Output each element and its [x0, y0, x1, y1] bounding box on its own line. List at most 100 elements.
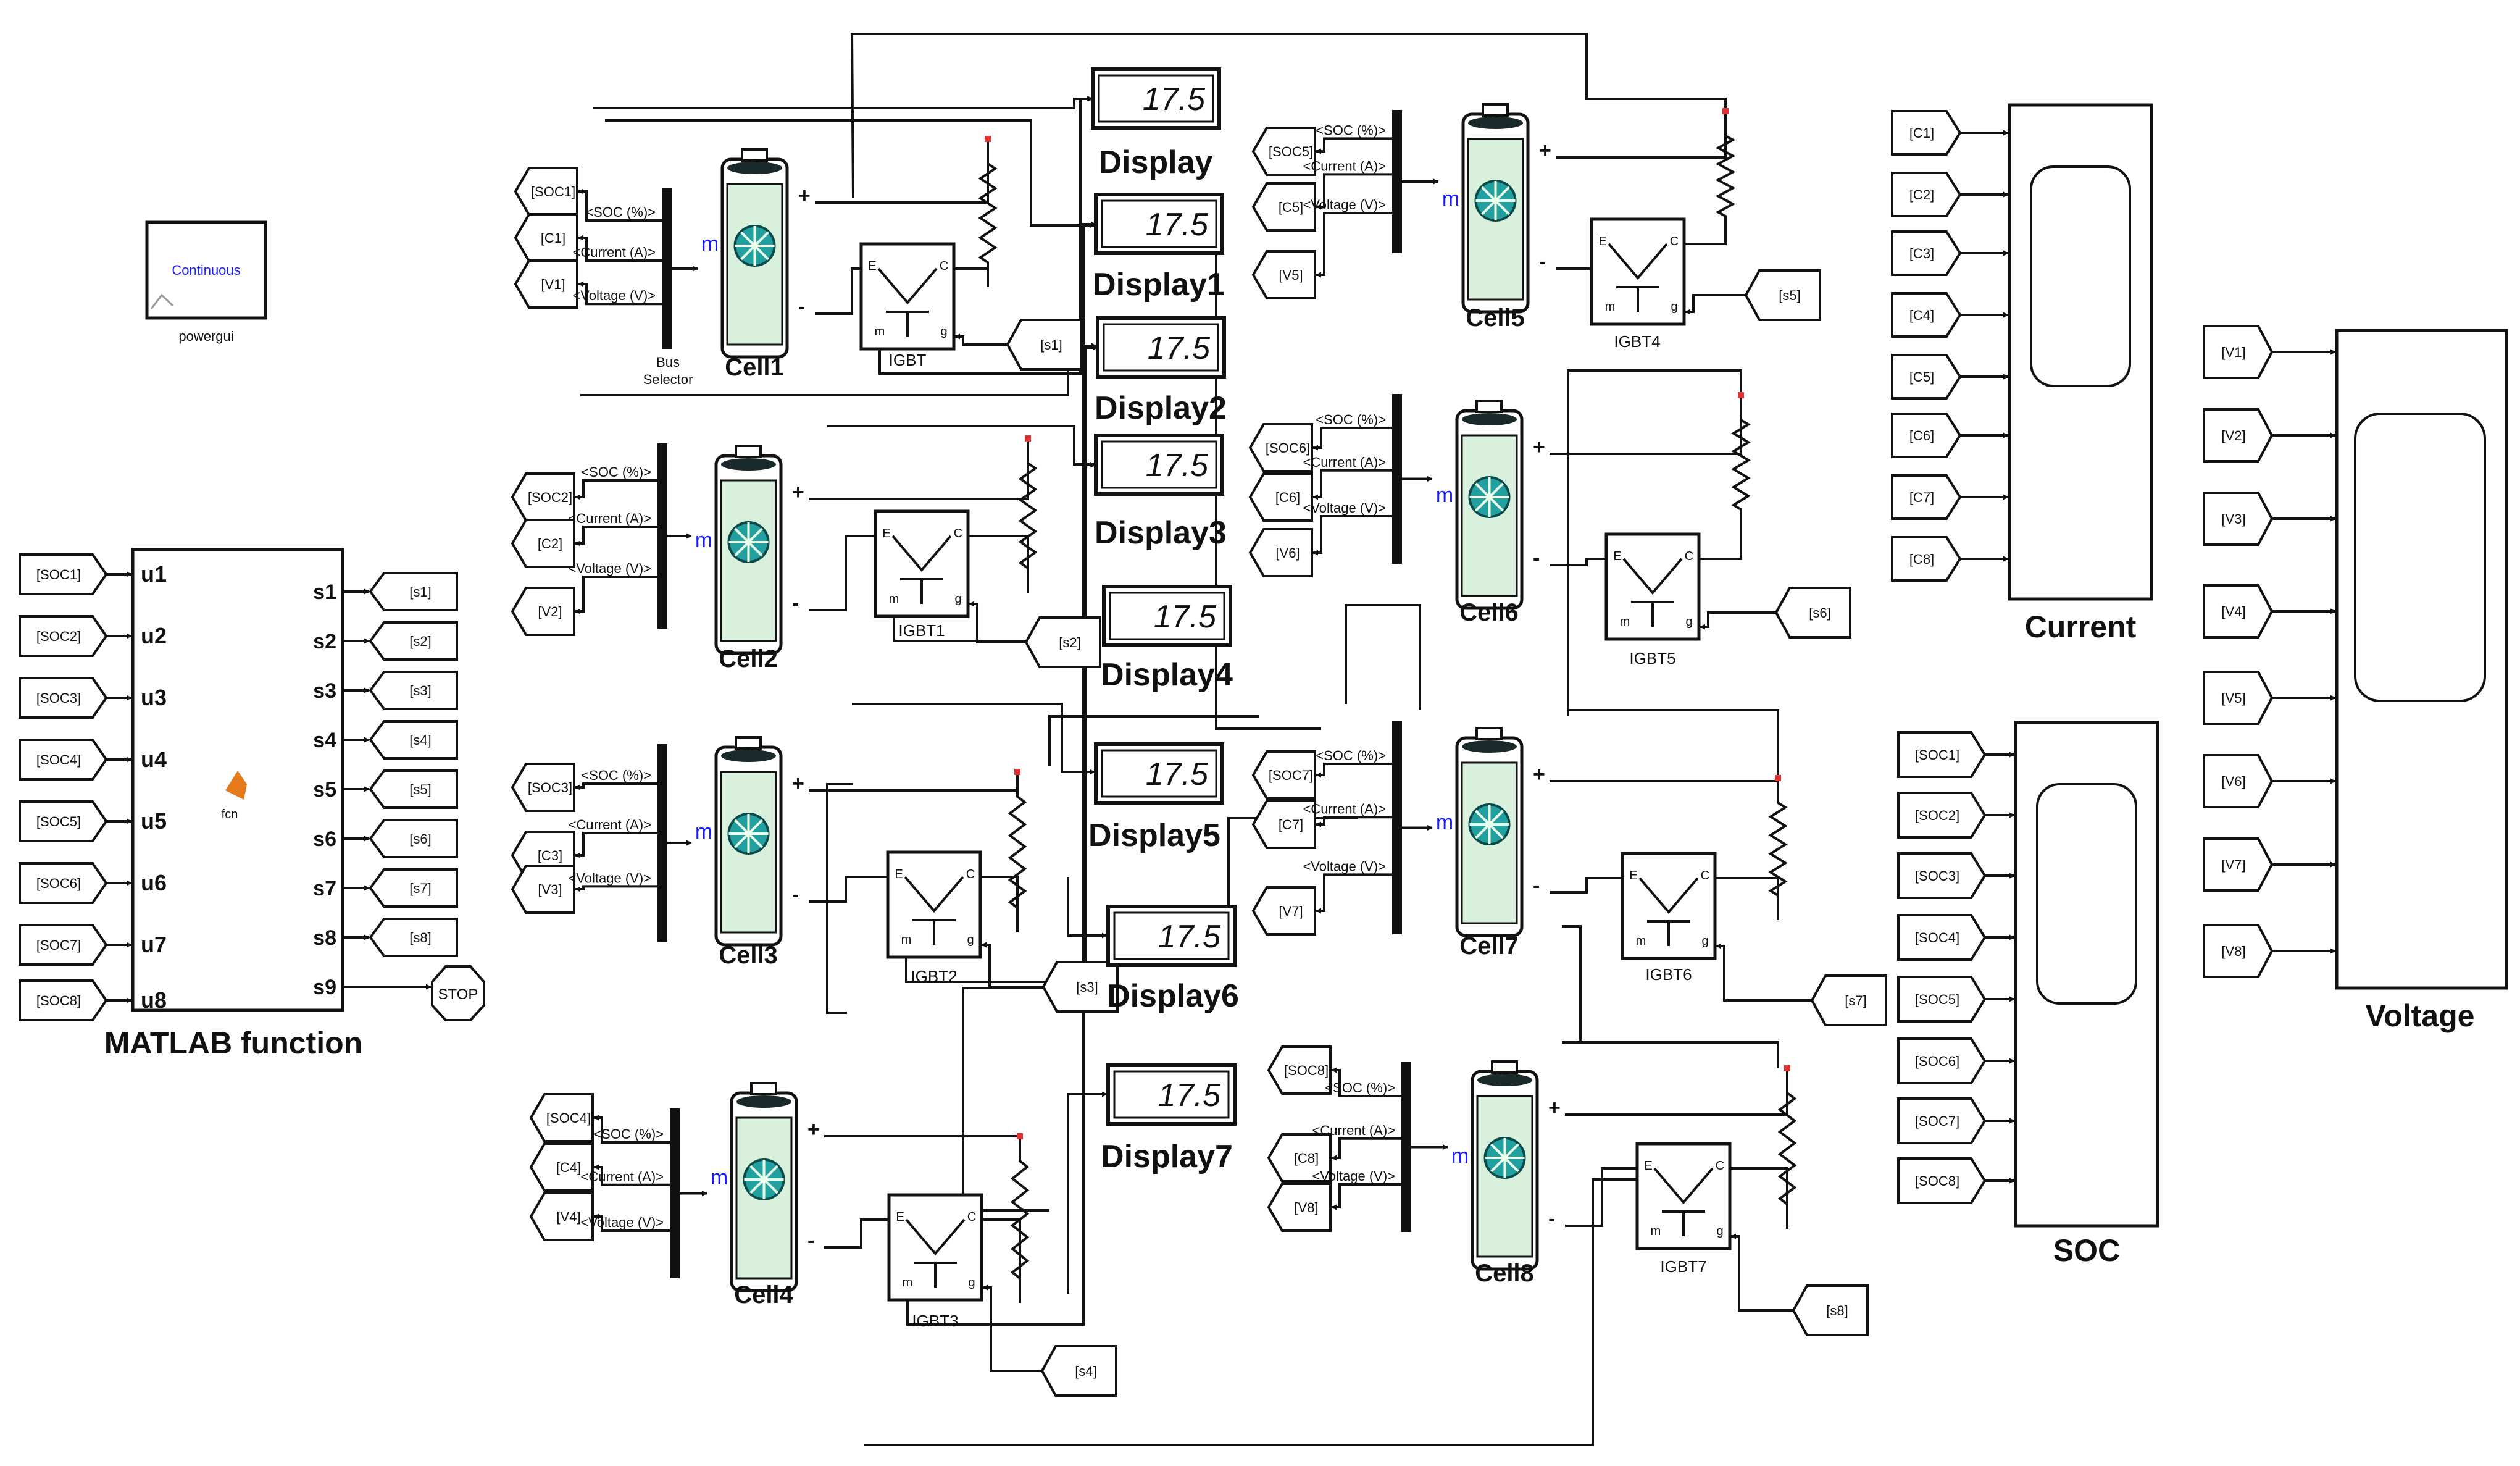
from-tag-s-7[interactable]: [s7]: [1810, 974, 1887, 1026]
from-tag-soc-7-scope[interactable]: [SOC7]: [1897, 1097, 1987, 1144]
from-tag-current-4[interactable]: [C4]: [1891, 292, 1962, 338]
goto-tag-soc-7-b[interactable]: [SOC7]: [1251, 750, 1316, 800]
from-tag-soc-2-scope[interactable]: [SOC2]: [1897, 792, 1987, 839]
from-tag-current-3[interactable]: [C3]: [1891, 230, 1962, 276]
goto-tag-voltage-5-b[interactable]: [V5]: [1251, 250, 1316, 299]
from-tag-soc-1[interactable]: [SOC1]: [19, 553, 108, 595]
bus-selector-8[interactable]: <SOC (%)><Current (A)><Voltage (V)>: [1312, 1062, 1411, 1232]
powergui-block[interactable]: Continuous powergui: [145, 220, 267, 344]
from-tag-soc-2[interactable]: [SOC2]: [19, 615, 108, 657]
goto-tag-current-2-b[interactable]: [C2]: [511, 519, 575, 568]
from-tag-current-1[interactable]: [C1]: [1891, 110, 1962, 156]
from-tag-soc-5-scope[interactable]: [SOC5]: [1897, 976, 1987, 1023]
voltage-scope[interactable]: Voltage: [2335, 329, 2508, 1033]
soc-scope[interactable]: SOC: [2014, 721, 2159, 1268]
goto-tag-s-5[interactable]: [s5]: [369, 769, 458, 809]
goto-tag-current-8-b[interactable]: [C8]: [1267, 1133, 1332, 1183]
from-tag-current-7[interactable]: [C7]: [1891, 474, 1962, 520]
goto-tag-soc-2-b[interactable]: [SOC2]: [511, 472, 575, 522]
from-tag-s-4[interactable]: [s4]: [1040, 1345, 1117, 1397]
bus-selector-3[interactable]: <SOC (%)><Current (A)><Voltage (V)>: [568, 744, 667, 942]
resistor-3[interactable]: [1008, 769, 1027, 932]
from-tag-soc-8-scope[interactable]: [SOC8]: [1897, 1157, 1987, 1204]
resistor-4[interactable]: [1010, 1133, 1030, 1303]
from-tag-soc-6[interactable]: [SOC6]: [19, 862, 108, 904]
from-tag-voltage-8[interactable]: [V8]: [2203, 924, 2274, 978]
resistor-5[interactable]: [1715, 108, 1736, 241]
from-tag-s-8[interactable]: [s8]: [1792, 1284, 1869, 1336]
from-tag-voltage-6[interactable]: [V6]: [2203, 754, 2274, 808]
stop-block[interactable]: STOP: [431, 965, 485, 1021]
from-tag-soc-5[interactable]: [SOC5]: [19, 800, 108, 842]
from-tag-soc-6-scope[interactable]: [SOC6]: [1897, 1037, 1987, 1084]
from-tag-s-3[interactable]: [s3]: [1041, 961, 1119, 1013]
goto-tag-voltage-6-b[interactable]: [V6]: [1248, 528, 1313, 577]
resistor-1[interactable]: [978, 136, 998, 287]
from-tag-current-6[interactable]: [C6]: [1891, 413, 1962, 458]
from-tag-soc-8[interactable]: [SOC8]: [19, 979, 108, 1021]
goto-tag-voltage-2-b[interactable]: [V2]: [511, 587, 575, 636]
from-tag-s-5[interactable]: [s5]: [1744, 269, 1821, 321]
bus-selector-7[interactable]: <SOC (%)><Current (A)><Voltage (V)>: [1303, 721, 1402, 934]
bus-selector-4[interactable]: <SOC (%)><Current (A)><Voltage (V)>: [580, 1108, 680, 1278]
bus-selector-6[interactable]: <SOC (%)><Current (A)><Voltage (V)>: [1303, 394, 1402, 564]
goto-tag-s-6[interactable]: [s6]: [369, 819, 458, 858]
goto-tag-soc-5-b[interactable]: [SOC5]: [1251, 127, 1316, 176]
resistor-2[interactable]: [1018, 435, 1038, 593]
from-tag-soc-7[interactable]: [SOC7]: [19, 924, 108, 966]
goto-tag-soc-3-b[interactable]: [SOC3]: [511, 763, 575, 812]
from-tag-s-1[interactable]: [s1]: [1006, 319, 1083, 371]
goto-tag-voltage-4-b[interactable]: [V4]: [529, 1192, 594, 1241]
goto-tag-soc-1-b[interactable]: [SOC1]: [514, 167, 578, 216]
from-tag-voltage-4[interactable]: [V4]: [2203, 584, 2274, 639]
from-tag-voltage-3[interactable]: [V3]: [2203, 492, 2274, 546]
from-tag-voltage-2[interactable]: [V2]: [2203, 408, 2274, 463]
resistor-7[interactable]: [1768, 775, 1788, 920]
from-tag-soc-3-scope[interactable]: [SOC3]: [1897, 852, 1987, 899]
goto-tag-s-4[interactable]: [s4]: [369, 720, 458, 760]
from-tag-soc-3[interactable]: [SOC3]: [19, 677, 108, 719]
from-tag-soc-4-scope[interactable]: [SOC4]: [1897, 914, 1987, 961]
goto-tag-soc-6-b[interactable]: [SOC6]: [1248, 423, 1313, 472]
goto-tag-current-4-b[interactable]: [C4]: [529, 1142, 594, 1192]
bus-selector-5[interactable]: <SOC (%)><Current (A)><Voltage (V)>: [1303, 110, 1402, 253]
resistor-8[interactable]: [1777, 1065, 1797, 1229]
from-tag-s-2[interactable]: [s2]: [1024, 616, 1101, 668]
resistor-6[interactable]: [1731, 392, 1751, 534]
goto-tag-current-5-b[interactable]: [C5]: [1251, 182, 1316, 232]
goto-tag-s-3[interactable]: [s3]: [369, 671, 458, 710]
goto-tag-s-8[interactable]: [s8]: [369, 918, 458, 957]
goto-tag-voltage-1-b[interactable]: [V1]: [514, 259, 578, 309]
from-tag-voltage-1[interactable]: [V1]: [2203, 325, 2274, 379]
goto-tag-voltage-3-b[interactable]: [V3]: [511, 865, 575, 914]
goto-tag-current-7-b[interactable]: [C7]: [1251, 800, 1316, 849]
from-tag-s-6[interactable]: [s6]: [1774, 587, 1851, 639]
from-tag-current-8[interactable]: [C8]: [1891, 536, 1962, 582]
from-tag-soc-1-scope[interactable]: [SOC1]: [1897, 731, 1987, 778]
current-scope[interactable]: Current: [2008, 103, 2153, 644]
goto-tag-s-7[interactable]: [s7]: [369, 868, 458, 908]
from-tag-current-2[interactable]: [C2]: [1891, 172, 1962, 217]
bus-selector-2[interactable]: <SOC (%)><Current (A)><Voltage (V)>: [568, 443, 667, 629]
bus-selector-1[interactable]: <SOC (%)><Current (A)><Voltage (V)>: [572, 188, 672, 349]
